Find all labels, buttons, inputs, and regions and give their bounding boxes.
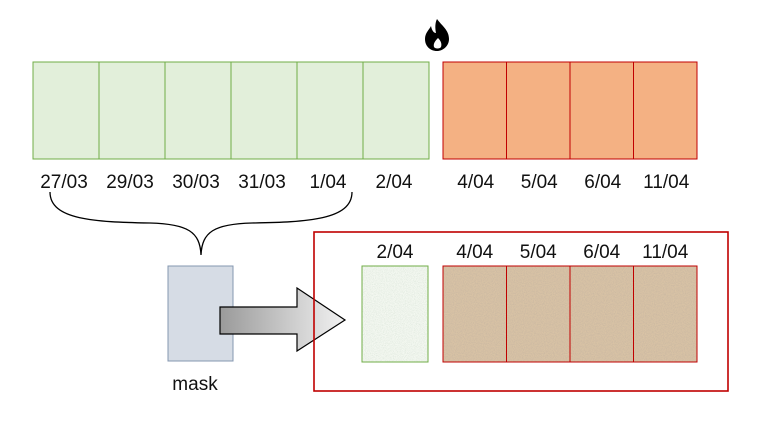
cell-border <box>361 265 429 363</box>
orange-cell <box>569 61 634 160</box>
orange-cell <box>442 61 507 160</box>
curly-brace <box>49 191 353 256</box>
top-date-label: 11/04 <box>643 172 690 193</box>
result-date-label: 5/04 <box>520 242 557 263</box>
green-cell <box>164 61 232 160</box>
texture-overlay <box>506 266 570 362</box>
top-date-label: 29/03 <box>106 172 154 193</box>
green-date-cells <box>32 61 430 160</box>
result-box <box>313 231 729 392</box>
result-date-label: 6/04 <box>583 242 620 263</box>
green-cell <box>296 61 364 160</box>
texture-overlay <box>443 266 507 362</box>
green-cell <box>98 61 166 160</box>
fire-icon <box>425 19 449 51</box>
top-date-label: 27/03 <box>40 172 88 193</box>
result-date-label: 11/04 <box>642 242 689 263</box>
top-date-label: 6/04 <box>584 172 621 193</box>
orange-date-cells <box>442 61 698 160</box>
green-cell <box>362 61 430 160</box>
result-cells <box>361 265 698 363</box>
green-cell <box>230 61 298 160</box>
top-date-label: 4/04 <box>457 172 494 193</box>
texture-overlay <box>362 266 428 362</box>
texture-overlay <box>570 266 634 362</box>
texture-overlay <box>633 266 697 362</box>
top-date-label: 5/04 <box>521 172 558 193</box>
top-date-labels: 27/03 29/03 30/03 31/03 1/04 2/04 4/04 5/04 6/04… <box>40 172 690 193</box>
orange-cell <box>633 61 698 160</box>
result-date-labels: 2/04 4/04 5/04 6/04 11/04 <box>377 242 689 263</box>
orange-cell <box>506 61 571 160</box>
top-date-label: 30/03 <box>172 172 220 193</box>
green-cell <box>32 61 100 160</box>
top-date-label: 31/03 <box>238 172 286 193</box>
top-date-label: 2/04 <box>376 172 413 193</box>
result-date-label: 2/04 <box>377 242 414 263</box>
result-date-label: 4/04 <box>456 242 493 263</box>
cell-border <box>633 265 698 363</box>
top-date-label: 1/04 <box>310 172 347 193</box>
right-arrow-icon <box>219 286 347 353</box>
mask-label: mask <box>172 374 218 395</box>
